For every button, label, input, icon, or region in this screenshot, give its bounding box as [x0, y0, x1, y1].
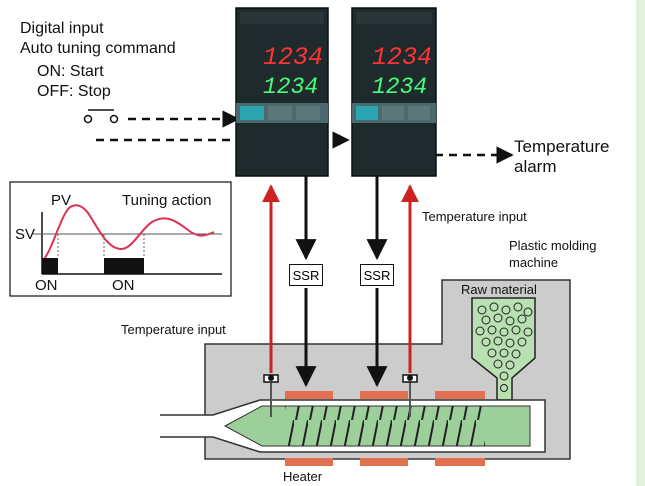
pellet-icons: [475, 302, 533, 392]
side-strip: [636, 0, 645, 486]
on-label-1: ON: [35, 277, 58, 294]
temperature-alarm-label-line1: Temperature: [514, 137, 609, 156]
controller-1: [235, 7, 329, 177]
temperature-input-label-right: Temperature input: [422, 209, 527, 224]
hopper: [471, 297, 536, 401]
controller-2-sv-display: 1234: [372, 74, 427, 100]
tuning-action-title: Tuning action: [122, 192, 212, 209]
controller-1-sv-display: 1234: [263, 74, 318, 100]
tuning-action-graph: [9, 181, 232, 297]
raw-material-label: Raw material: [461, 282, 537, 297]
on-label-2: ON: [112, 277, 135, 294]
off-stop-label: OFF: Stop: [37, 83, 111, 100]
ssr-box-1: SSR: [289, 264, 323, 286]
heater-bands: [285, 391, 485, 466]
thermocouple-left: [263, 374, 279, 417]
sv-label: SV: [15, 226, 36, 243]
controller-1-pv-display: 1234: [263, 43, 323, 72]
auto-tuning-command-label: Auto tuning command: [20, 40, 176, 57]
thermocouple-right: [402, 374, 418, 417]
barrel: [160, 399, 546, 453]
temperature-alarm-label-line2: alarm: [514, 157, 557, 176]
ssr-box-2: SSR: [360, 264, 394, 286]
plastic-molding-label-line1: Plastic molding: [509, 238, 597, 253]
switch-icon: [83, 109, 119, 124]
pv-label: PV: [51, 192, 72, 209]
on-start-label: ON: Start: [37, 63, 104, 80]
heater-label: Heater: [283, 469, 323, 484]
digital-input-title: Digital input: [20, 20, 104, 37]
control-output-arrows: [295, 176, 388, 388]
controller-2-pv-display: 1234: [372, 43, 432, 72]
plastic-molding-label-line2: machine: [509, 255, 559, 270]
temperature-input-label-left: Temperature input: [121, 322, 226, 337]
controller-2: [351, 7, 437, 177]
